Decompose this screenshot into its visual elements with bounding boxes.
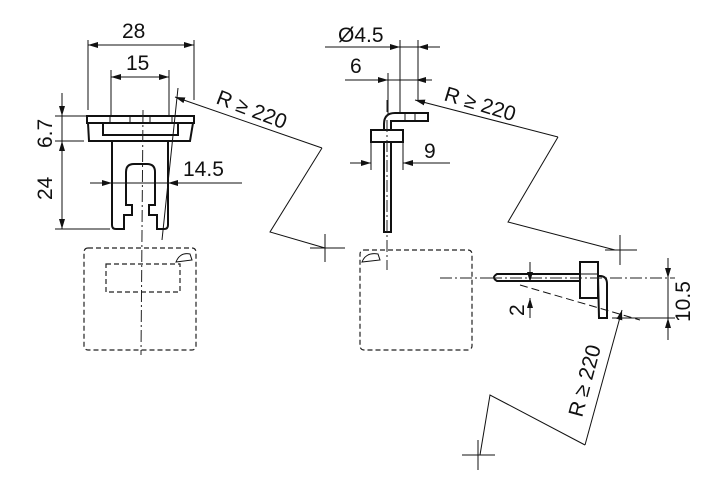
middle-view: Ø4.5 6 9 R ≥ 220 xyxy=(325,24,637,351)
dim-28: 28 xyxy=(122,20,145,43)
dim-15: 15 xyxy=(126,52,149,75)
dim-10-5: 10.5 xyxy=(672,281,695,322)
dim-24: 24 xyxy=(34,176,57,200)
dim-9: 9 xyxy=(424,140,436,163)
radius-right: R ≥ 220 xyxy=(565,342,606,419)
dim-14-5: 14.5 xyxy=(183,158,224,181)
radius-middle: R ≥ 220 xyxy=(442,83,519,126)
right-view: 2 10.5 R ≥ 220 xyxy=(462,258,695,470)
dim-2: 2 xyxy=(506,304,529,316)
dim-6-7: 6.7 xyxy=(34,119,57,148)
left-view: 28 15 6.7 24 14.5 R ≥ 220 xyxy=(34,20,345,356)
dim-6: 6 xyxy=(350,55,362,78)
dim-diameter-4-5: Ø4.5 xyxy=(338,24,384,47)
radius-left: R ≥ 220 xyxy=(213,86,290,134)
